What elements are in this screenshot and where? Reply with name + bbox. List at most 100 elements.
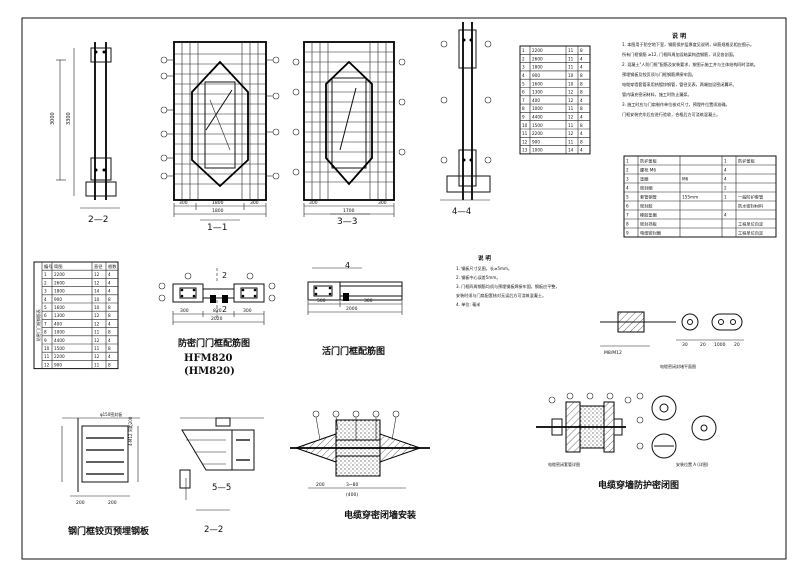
table-tr-cell: 8: [580, 73, 583, 78]
notes-right-line: 管内填充密闭材料，施工时防止漏浆。: [622, 91, 692, 97]
legend-cell: 8: [626, 222, 629, 227]
svg-text:2: 2: [222, 305, 227, 314]
cable-install-caption: 电缆穿密闭墙安装: [344, 509, 417, 521]
table-left-cell: 12: [94, 354, 100, 359]
table-left-cell: 8: [108, 362, 111, 367]
legend-cell: 4: [724, 177, 727, 182]
legend-cell: 密封挡板: [640, 221, 658, 228]
table-left-cell: 900: [54, 297, 62, 302]
table-left-cell: 11: [94, 362, 100, 367]
table-left-header: 根数: [108, 263, 117, 270]
legend-cell: 1: [724, 159, 727, 164]
dim-33-b: 300: [378, 200, 387, 206]
table-left-cell: 1000: [54, 330, 65, 335]
table-tr-cell: 12: [522, 139, 528, 144]
dim-cp-b: 20: [700, 342, 706, 348]
table-tr-cell: 9: [522, 115, 525, 120]
dim-11-a: 300: [179, 200, 188, 206]
table-left-cell: 8: [108, 305, 111, 310]
table-tr-cell: 4: [580, 98, 583, 103]
svg-text:2: 2: [222, 271, 227, 280]
table-tr-cell: 8: [580, 123, 583, 128]
cable-plan-title: 电缆密闭封堵平面图: [660, 363, 696, 369]
table-tr-cell: 3: [522, 65, 525, 70]
table-left-cell: 2200: [54, 272, 65, 277]
dim-df-a: 300: [180, 308, 189, 314]
notes-top-right: 说 明 1. 本图用于防空地下室，钢筋保护层厚度见说明，纵筋规格见相应图示。 所…: [622, 32, 758, 117]
steel-frame-caption: 钢门框铰页预埋钢板: [68, 525, 150, 537]
table-left-cell: 4: [108, 289, 111, 294]
section-4-4-drawing: 4—4: [440, 22, 492, 217]
table-left-header: 直径: [94, 263, 102, 269]
legend-cell: 工程单位自定: [738, 230, 763, 237]
legend-cell: 6: [626, 204, 629, 209]
notes-middle: 说 明 1. 钢板尺寸见图，长≥5mm。2. 钢板中心误差5mm。3. 门框四周…: [456, 254, 559, 307]
legend-cell: 电缆密封圈: [640, 230, 661, 237]
cable-protection-detail: 电缆密闭套管详图 安装位置 A (详图) 电缆穿墙防护密闭图: [536, 392, 717, 491]
table-left-cell: 8: [108, 346, 111, 351]
cable-wall-install: 200 3~80 (400) 电缆穿密闭墙安装: [290, 410, 430, 521]
table-tr-cell: 6: [522, 90, 525, 95]
table-tr-cell: 11: [568, 106, 574, 111]
table-left-cell: 6: [44, 313, 47, 318]
table-left-cell: 11: [44, 354, 50, 359]
section-1-1-drawing: 300 1800 300 1800 1—1: [160, 41, 280, 233]
table-tr-cell: 11: [568, 65, 574, 70]
cable-plan-small: M8/M12 30 20 1000 20 电缆密闭封堵平面图: [600, 311, 744, 369]
legend-cell: 1: [626, 159, 629, 164]
table-tr-cell: 1600: [532, 81, 543, 86]
section-2-2-column: 3000 3300 2—2: [50, 42, 120, 225]
table-left-cell: 4: [108, 354, 111, 359]
legend-cell: 4: [626, 186, 629, 191]
table-tr-cell: 4: [580, 131, 583, 136]
table-tr-cell: 7: [522, 98, 525, 103]
table-tr-cell: 12: [568, 131, 574, 136]
legend-cell: 7: [626, 213, 629, 218]
dim-cp-d: 20: [734, 342, 740, 348]
legend-cell: 螺栓 M6: [640, 167, 656, 174]
table-tr-cell: 11: [568, 56, 574, 61]
table-left-cell: 10: [44, 346, 50, 351]
dim-df-total: 2020: [211, 316, 223, 322]
notes-mid-heading: 说 明: [478, 254, 491, 262]
table-tr-cell: 8: [580, 106, 583, 111]
section-label-1-1: 1—1: [207, 223, 227, 233]
install-note: M8/M12: [604, 350, 622, 356]
notes-mid-line: 3. 门框四周钢筋均须与预埋钢板焊接牢固，钢板应平整，: [456, 283, 559, 289]
legend-cell: 4: [724, 168, 727, 173]
table-left-cell: 11: [94, 330, 100, 335]
legend-cell: 3: [626, 177, 629, 182]
table-left-cell: 4: [44, 297, 47, 302]
table-left-cell: 400: [54, 321, 62, 326]
table-left-cell: 4: [108, 321, 111, 326]
section-label-2-2: 2—2: [88, 215, 108, 225]
legend-cell: 155mm: [682, 195, 698, 200]
legend-cell: 5: [626, 195, 629, 200]
table-left-cell: 7: [44, 321, 47, 326]
table-tr-cell: 1000: [532, 148, 543, 153]
table-tr-cell: 4: [580, 148, 583, 153]
table-tr-cell: 10: [568, 81, 574, 86]
legend-cell: 橡胶垫圈: [640, 212, 657, 219]
notes-right-line: 1. 本图用于防空地下室，钢筋保护层厚度见说明，纵筋规格见相应图示。: [622, 41, 754, 47]
dim-11-c: 300: [250, 200, 259, 206]
table-tr-cell: 8: [580, 81, 583, 86]
table-left-cell: 14: [94, 289, 100, 294]
table-left-cell: 4: [108, 280, 111, 285]
table-left-cell: 12: [94, 313, 100, 318]
table-left-cell: 9: [44, 338, 47, 343]
dim-df-b: 820: [213, 308, 222, 314]
notes-mid-line: 2. 钢板中心误差5mm。: [456, 274, 500, 280]
legend-cell: 9: [626, 231, 629, 236]
table-tr-cell: 10: [522, 123, 528, 128]
dim-ci-b: 3~80: [346, 482, 358, 488]
dim-cp-a: 30: [682, 342, 688, 348]
table-tr-cell: 900: [532, 139, 540, 144]
table-tr-cell: 1: [522, 48, 525, 53]
section-label-3-3: 3—3: [337, 217, 357, 227]
table-tr-cell: 4: [522, 73, 525, 78]
dim-ci-span: 200: [316, 482, 325, 488]
dim-side-h2: 3300: [66, 112, 72, 125]
